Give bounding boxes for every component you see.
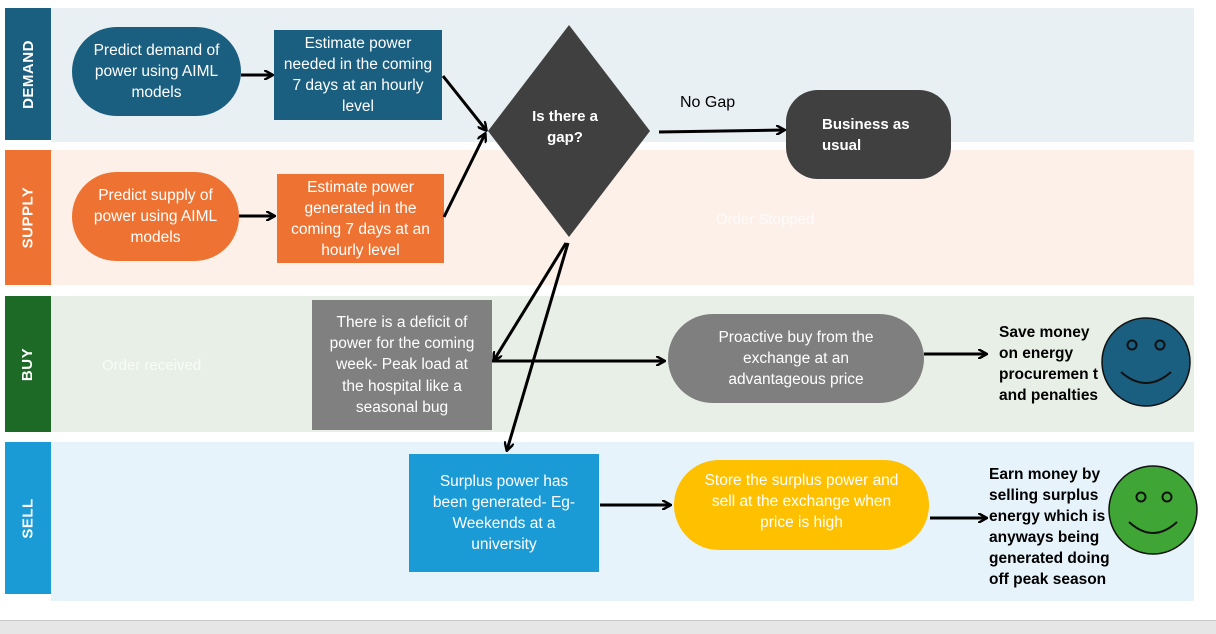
store-sell-text: Store the surplus power and sell at the … bbox=[704, 472, 899, 531]
deficit-text: There is a deficit of power for the comi… bbox=[329, 313, 475, 416]
buy-lane-label: BUY bbox=[5, 296, 51, 432]
smiley-face-icon bbox=[1108, 465, 1198, 555]
proactive-buy-text: Proactive buy from the exchange at an ad… bbox=[718, 329, 874, 388]
arrow-no-gap-to-bau bbox=[658, 130, 784, 132]
buy-lane-band bbox=[51, 296, 1194, 432]
surplus-text: Surplus power has been generated- Eg- We… bbox=[432, 473, 576, 553]
arrow-supply-to-gap bbox=[442, 134, 485, 218]
order-received-text: Order received bbox=[102, 357, 202, 374]
arrow-gap-to-deficit bbox=[494, 242, 568, 360]
predict-supply-text: Predict supply of power using AIML model… bbox=[93, 187, 218, 246]
predict-demand-node: Predict demand of power using AIML model… bbox=[72, 27, 241, 116]
estimate-demand-node: Estimate power needed in the coming 7 da… bbox=[274, 30, 442, 120]
estimate-supply-text: Estimate power generated in the coming 7… bbox=[291, 178, 430, 259]
arrow-gap-to-surplus bbox=[507, 242, 570, 450]
bottom-scrollbar[interactable] bbox=[0, 620, 1216, 634]
gap-question-text: Is there a gap? bbox=[532, 108, 598, 146]
no-gap-label: No Gap bbox=[680, 94, 736, 111]
demand-lane-label: DEMAND bbox=[5, 8, 51, 140]
proactive-buy-node: Proactive buy from the exchange at an ad… bbox=[668, 314, 924, 403]
estimate-demand-text: Estimate power needed in the coming 7 da… bbox=[283, 35, 433, 115]
predict-demand-text: Predict demand of power using AIML model… bbox=[93, 42, 220, 101]
sell-lane-label: SELL bbox=[5, 442, 51, 594]
gap-decision-diamond bbox=[488, 25, 650, 237]
estimate-supply-node: Estimate power generated in the coming 7… bbox=[277, 174, 444, 263]
business-as-usual-text: Business as usual bbox=[822, 115, 910, 154]
arrow-demand-to-gap bbox=[441, 75, 486, 130]
supply-lane-label: SUPPLY bbox=[5, 150, 51, 285]
smiley-face-icon bbox=[1101, 317, 1191, 407]
earn-money-text: Earn money by selling surplus energy whi… bbox=[989, 466, 1110, 588]
deficit-node: There is a deficit of power for the comi… bbox=[312, 300, 492, 430]
business-as-usual-node: Business as usual bbox=[786, 90, 951, 179]
predict-supply-node: Predict supply of power using AIML model… bbox=[72, 172, 239, 261]
save-money-text: Save money on energy procuremen t and pe… bbox=[999, 324, 1099, 404]
store-sell-node: Store the surplus power and sell at the … bbox=[674, 460, 929, 550]
sell-lane-band bbox=[51, 442, 1194, 601]
surplus-node: Surplus power has been generated- Eg- We… bbox=[409, 454, 599, 572]
order-stopped-text: Order Stopped bbox=[716, 211, 815, 228]
